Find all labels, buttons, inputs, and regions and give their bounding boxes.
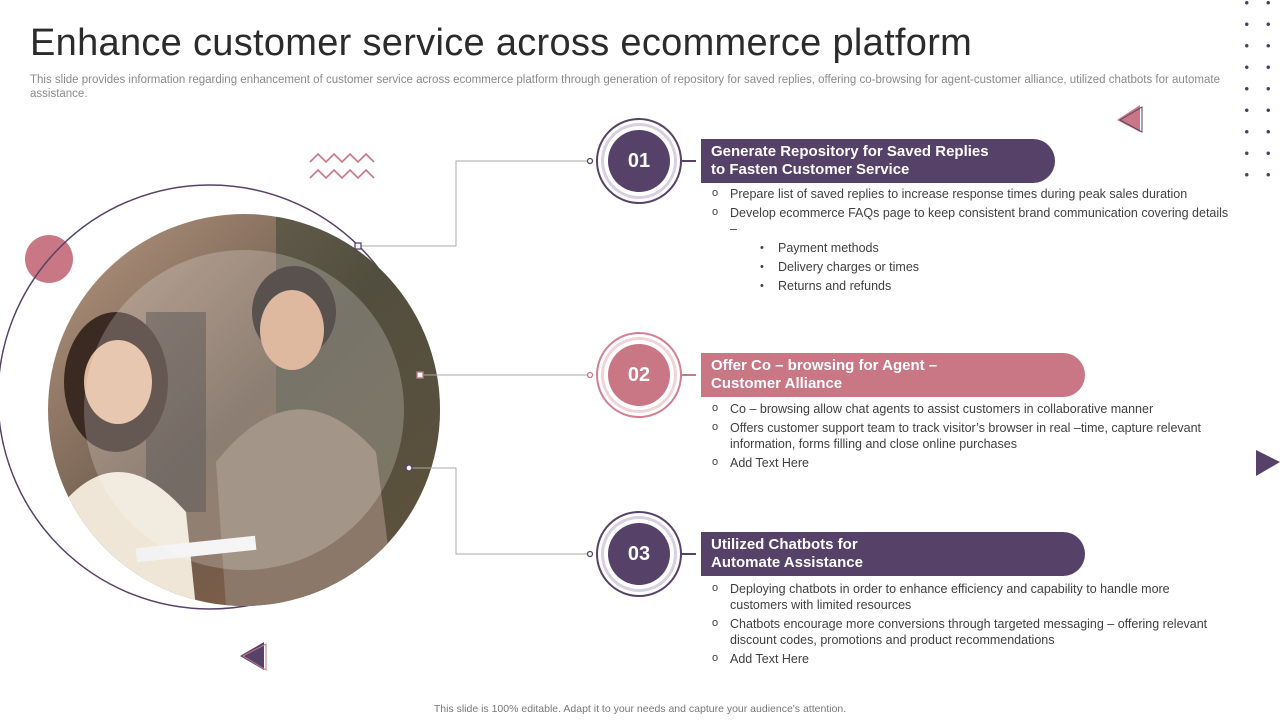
step-03-number: 03 bbox=[608, 523, 670, 585]
list-item: Develop ecommerce FAQs page to keep cons… bbox=[710, 204, 1230, 237]
step-03-bullets: Deploying chatbots in order to enhance e… bbox=[710, 580, 1230, 670]
triangle-decoration-purple-right bbox=[1256, 450, 1280, 476]
step-03-heading: Utilized Chatbots for Automate Assistanc… bbox=[701, 532, 1085, 576]
step-02-tick bbox=[682, 374, 696, 376]
step-02-bullets: Co – browsing allow chat agents to assis… bbox=[710, 400, 1230, 474]
list-item: Chatbots encourage more conversions thro… bbox=[710, 615, 1230, 648]
slide-footer: This slide is 100% editable. Adapt it to… bbox=[433, 703, 847, 715]
dot-grid-decoration bbox=[1236, 0, 1280, 180]
step-03-badge: 03 bbox=[596, 511, 682, 597]
list-item: Prepare list of saved replies to increas… bbox=[710, 185, 1230, 202]
step-02-badge: 02 bbox=[596, 332, 682, 418]
step-01-heading-line1: Generate Repository for Saved Replies bbox=[711, 143, 989, 160]
step-02-heading-line2: Customer Alliance bbox=[711, 375, 843, 392]
list-item: Offers customer support team to track vi… bbox=[710, 419, 1230, 452]
list-item: Delivery charges or times bbox=[710, 259, 1230, 275]
list-item: Deploying chatbots in order to enhance e… bbox=[710, 580, 1230, 613]
step-02-number: 02 bbox=[608, 344, 670, 406]
step-03-heading-line2: Automate Assistance bbox=[711, 554, 863, 571]
list-item: Add Text Here bbox=[710, 454, 1230, 471]
list-item: Co – browsing allow chat agents to assis… bbox=[710, 400, 1230, 417]
step-03-tick bbox=[682, 553, 696, 555]
team-photo bbox=[46, 212, 442, 608]
step-01-tick bbox=[682, 160, 696, 162]
step-01-heading: Generate Repository for Saved Replies to… bbox=[701, 139, 1055, 183]
list-item: Payment methods bbox=[710, 240, 1230, 256]
triangle-decoration-purple-left bbox=[240, 642, 267, 671]
slide-subtitle: This slide provides information regardin… bbox=[30, 74, 1220, 100]
step-01-heading-line2: to Fasten Customer Service bbox=[711, 161, 910, 178]
zigzag-decoration bbox=[309, 152, 375, 180]
list-item: Returns and refunds bbox=[710, 278, 1230, 294]
step-02-heading: Offer Co – browsing for Agent – Customer… bbox=[701, 353, 1085, 397]
step-02-heading-line1: Offer Co – browsing for Agent – bbox=[711, 357, 938, 374]
list-item: Add Text Here bbox=[710, 650, 1230, 667]
step-01-badge: 01 bbox=[596, 118, 682, 204]
triangle-decoration-pink bbox=[1117, 105, 1143, 133]
slide-title: Enhance customer service across ecommerc… bbox=[30, 22, 973, 64]
step-03-heading-line1: Utilized Chatbots for bbox=[711, 536, 858, 553]
step-01-bullets: Prepare list of saved replies to increas… bbox=[710, 185, 1230, 297]
step-01-number: 01 bbox=[608, 130, 670, 192]
